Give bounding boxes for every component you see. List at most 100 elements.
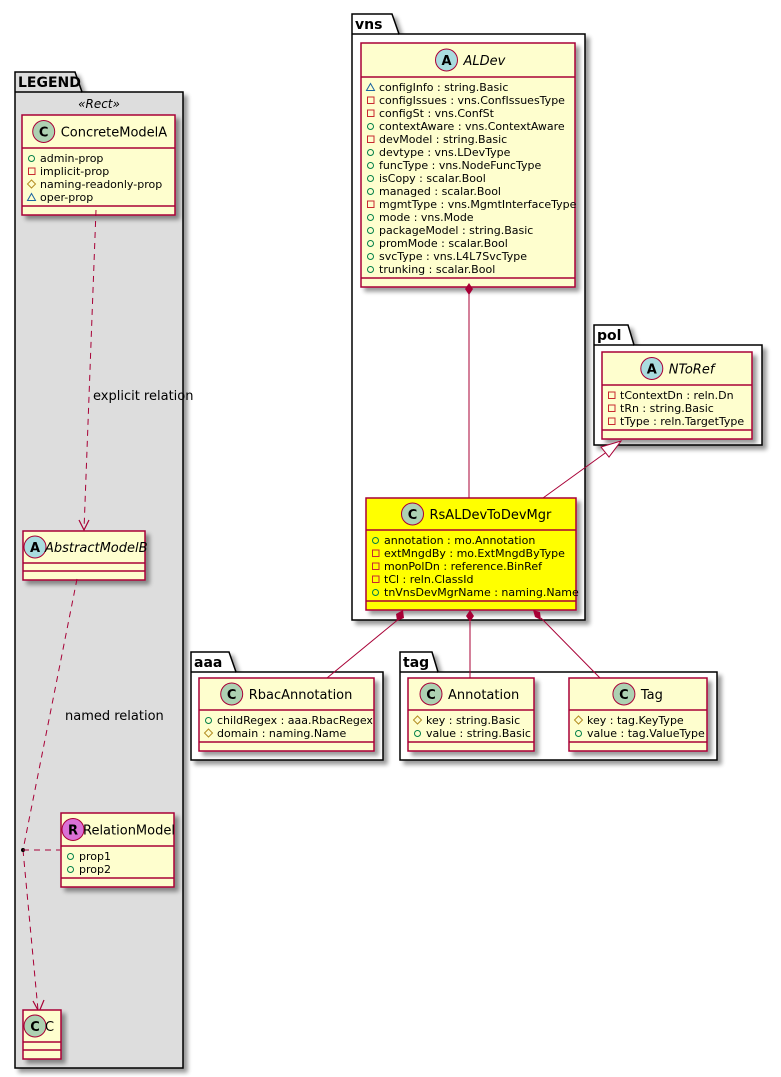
class-attribute: tType : reln.TargetType	[620, 415, 744, 428]
relation-class-icon: R	[61, 818, 85, 841]
private-visibility-icon	[608, 404, 616, 412]
abstract-class-icon: A	[640, 357, 664, 380]
class-name: ConcreteModelA	[61, 126, 168, 141]
class-box	[365, 497, 577, 611]
class-attribute: implicit-prop	[40, 165, 109, 178]
public-visibility-icon	[367, 175, 374, 182]
class-attribute: monPolDn : reference.BinRef	[384, 560, 543, 573]
class-box	[360, 42, 576, 288]
svg-text:C: C	[39, 126, 49, 141]
class-attribute: tCl : reln.ClassId	[384, 573, 474, 586]
class-rbac-annotation[interactable]: C RbacAnnotation childRegex : aaa.RbacRege…	[198, 677, 375, 752]
public-visibility-icon	[67, 853, 74, 860]
named-relation-label: named relation	[65, 709, 164, 724]
package-visibility-icon	[365, 82, 376, 91]
class-icon: C	[419, 682, 443, 706]
composition-rs-tag	[533, 610, 601, 679]
class-name: C	[45, 1020, 54, 1035]
class-aldev[interactable]: A ALDev configInfo : string.BasicconfigIss…	[360, 42, 577, 288]
svg-text:C: C	[227, 688, 237, 703]
class-attribute: isCopy : scalar.Bool	[379, 172, 486, 185]
package-aaa-label: aaa	[194, 655, 222, 671]
class-name: Annotation	[448, 688, 519, 703]
explicit-relation-label: explicit relation	[93, 389, 193, 404]
class-rs-aldev-to-devmgr[interactable]: C RsALDevToDevMgr annotation : mo.Annotati…	[365, 497, 579, 611]
generalization-rs-ntoref	[542, 440, 623, 499]
public-visibility-icon	[367, 214, 374, 221]
class-name: RsALDevToDevMgr	[430, 508, 552, 523]
class-attribute: childRegex : aaa.RbacRegex	[217, 714, 373, 727]
public-visibility-icon	[367, 188, 374, 195]
class-attribute: tContextDn : reln.Dn	[620, 389, 734, 402]
package-vns-label: vns	[355, 17, 382, 33]
class-attribute: devtype : vns.LDevType	[379, 146, 511, 159]
class-attribute: key : string.Basic	[426, 714, 520, 727]
abstract-class-icon: A	[435, 48, 458, 72]
public-visibility-icon	[367, 253, 374, 260]
composition-rs-annotation	[466, 610, 474, 678]
class-name: AbstractModelB	[44, 541, 148, 556]
svg-text:R: R	[68, 824, 78, 839]
svg-text:C: C	[408, 508, 418, 523]
private-visibility-icon	[367, 96, 375, 104]
private-visibility-icon	[608, 391, 616, 399]
public-visibility-icon	[372, 589, 379, 596]
private-visibility-icon	[372, 575, 380, 583]
class-attribute: admin-prop	[40, 152, 103, 165]
class-attribute: promMode : scalar.Bool	[379, 237, 508, 250]
public-visibility-icon	[414, 730, 421, 737]
svg-text:A: A	[647, 363, 657, 378]
svg-text:C: C	[619, 688, 629, 703]
protected-visibility-icon	[573, 715, 584, 725]
class-attribute: annotation : mo.Annotation	[384, 534, 535, 547]
svg-text:C: C	[30, 1020, 40, 1035]
class-attribute: configInfo : string.Basic	[379, 81, 508, 94]
package-pol-label: pol	[597, 328, 621, 344]
public-visibility-icon	[67, 866, 74, 873]
public-visibility-icon	[367, 149, 374, 156]
private-visibility-icon	[372, 549, 380, 557]
public-visibility-icon	[575, 730, 582, 737]
svg-text:C: C	[426, 688, 436, 703]
class-concrete-model-a[interactable]: C ConcreteModelA admin-propimplicit-propna…	[21, 114, 176, 216]
private-visibility-icon	[28, 167, 36, 175]
class-icon: C	[23, 1014, 47, 1038]
class-attribute: devModel : string.Basic	[379, 133, 507, 146]
class-name: RbacAnnotation	[249, 688, 353, 703]
class-attribute: configIssues : vns.ConfIssuesType	[379, 94, 565, 107]
svg-text:A: A	[30, 541, 40, 556]
composition-aldev-rs	[465, 283, 473, 498]
legend-stereotype: «Rect»	[78, 97, 120, 111]
class-attribute: naming-readonly-prop	[40, 178, 162, 191]
class-box	[601, 351, 753, 440]
class-name: Tag	[640, 688, 663, 703]
abstract-class-icon: A	[23, 535, 47, 559]
class-name: NToRef	[669, 363, 717, 378]
class-attribute: key : tag.KeyType	[587, 714, 684, 727]
class-attribute: trunking : scalar.Bool	[379, 263, 495, 276]
legend-package-label: LEGEND	[18, 75, 81, 91]
class-icon: C	[612, 682, 636, 706]
class-box	[21, 114, 176, 216]
class-icon: C	[220, 682, 244, 706]
class-attribute: prop2	[79, 863, 111, 876]
explicit-relation-edge: explicit relation	[78, 209, 193, 532]
class-attribute: value : tag.ValueType	[587, 727, 705, 740]
class-attribute: svcType : vns.L4L7SvcType	[379, 250, 527, 263]
class-box	[568, 677, 708, 752]
public-visibility-icon	[367, 227, 374, 234]
class-attribute: value : string.Basic	[426, 727, 531, 740]
class-name: RelationModel	[83, 824, 175, 839]
class-attribute: extMngdBy : mo.ExtMngdByType	[384, 547, 565, 560]
class-abstract-model-b[interactable]: A AbstractModelB	[22, 530, 148, 581]
named-relation-edge: named relation	[21, 578, 164, 1014]
class-name: ALDev	[463, 54, 506, 69]
public-visibility-icon	[367, 240, 374, 247]
private-visibility-icon	[608, 417, 616, 425]
